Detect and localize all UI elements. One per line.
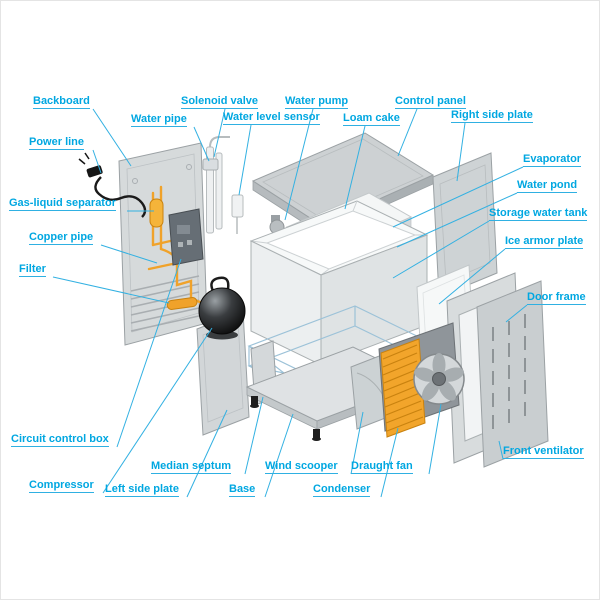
label-storage-water-tank: Storage water tank — [489, 207, 588, 221]
label-solenoid-valve: Solenoid valve — [181, 95, 259, 109]
label-filter: Filter — [19, 263, 46, 277]
leader-control-panel — [397, 108, 418, 157]
label-power-line: Power line — [29, 136, 85, 150]
right-side-plate-panel — [432, 152, 498, 298]
label-water-pipe: Water pipe — [131, 113, 187, 127]
leader-ice-armor-plate — [438, 248, 506, 305]
label-left-side-plate: Left side plate — [105, 483, 179, 497]
draught-fan-part — [413, 353, 465, 405]
label-door-frame: Door frame — [527, 291, 586, 305]
leader-water-pipe — [193, 126, 210, 162]
leader-water-level-sensor — [238, 124, 252, 196]
water-level-sensor-part — [231, 194, 244, 234]
label-copper-pipe: Copper pipe — [29, 231, 94, 245]
label-gas-liquid-separator: Gas-liquid separator — [9, 197, 116, 211]
label-control-panel: Control panel — [395, 95, 466, 109]
label-circuit-control-box: Circuit control box — [11, 433, 109, 447]
leader-right-side-plate — [456, 122, 466, 182]
gas-liquid-separator-part — [149, 198, 164, 228]
label-median-septum: Median septum — [151, 460, 232, 474]
condenser-fan-assembly — [378, 322, 465, 438]
label-backboard: Backboard — [33, 95, 90, 109]
label-water-pump: Water pump — [285, 95, 349, 109]
cabinet-storage-tank — [249, 200, 429, 366]
label-condenser: Condenser — [313, 483, 371, 497]
label-evaporator: Evaporator — [523, 153, 582, 167]
filter-part — [166, 297, 198, 310]
condenser-coil — [380, 338, 426, 438]
label-wind-scooper: Wind scooper — [265, 460, 338, 474]
label-water-level-sensor: Water level sensor — [223, 111, 320, 125]
label-right-side-plate: Right side plate — [451, 109, 533, 123]
leader-front-ventilator — [498, 440, 504, 460]
leader-power-line — [92, 149, 102, 174]
leader-median-septum — [244, 396, 264, 475]
solenoid-valve-part — [202, 158, 219, 171]
leader-water-pump — [284, 108, 314, 221]
leader-compressor — [102, 327, 213, 494]
leader-draught-fan — [428, 403, 442, 475]
leader-water-pond — [396, 192, 518, 248]
label-compressor: Compressor — [29, 479, 94, 493]
label-ice-armor-plate: Ice armor plate — [505, 235, 584, 249]
label-water-pond: Water pond — [517, 179, 578, 193]
leader-backboard — [92, 108, 132, 167]
leader-wind-scooper — [350, 411, 364, 475]
leader-loam-cake — [344, 125, 366, 210]
leader-condenser — [380, 427, 399, 498]
circuit-control-box-part — [168, 208, 204, 266]
leader-solenoid-valve — [213, 108, 226, 158]
leader-lines — [52, 108, 528, 498]
label-base: Base — [229, 483, 256, 497]
leader-filter — [52, 276, 170, 304]
leader-left-side-plate — [186, 409, 228, 498]
label-loam-cake: Loam cake — [343, 112, 400, 126]
leader-door-frame — [505, 304, 528, 323]
leader-base — [264, 413, 294, 498]
water-pipe-and-solenoid — [202, 136, 230, 234]
compressor-part — [198, 276, 246, 340]
leader-circuit-control-box — [116, 258, 182, 448]
leader-evaporator — [392, 166, 524, 228]
leader-copper-pipe — [100, 244, 158, 264]
front-ventilator-panel — [476, 280, 549, 468]
leader-storage-water-tank — [392, 220, 490, 279]
label-draught-fan: Draught fan — [351, 460, 413, 474]
label-front-ventilator: Front ventilator — [503, 445, 584, 459]
power-line-cable — [78, 152, 147, 218]
